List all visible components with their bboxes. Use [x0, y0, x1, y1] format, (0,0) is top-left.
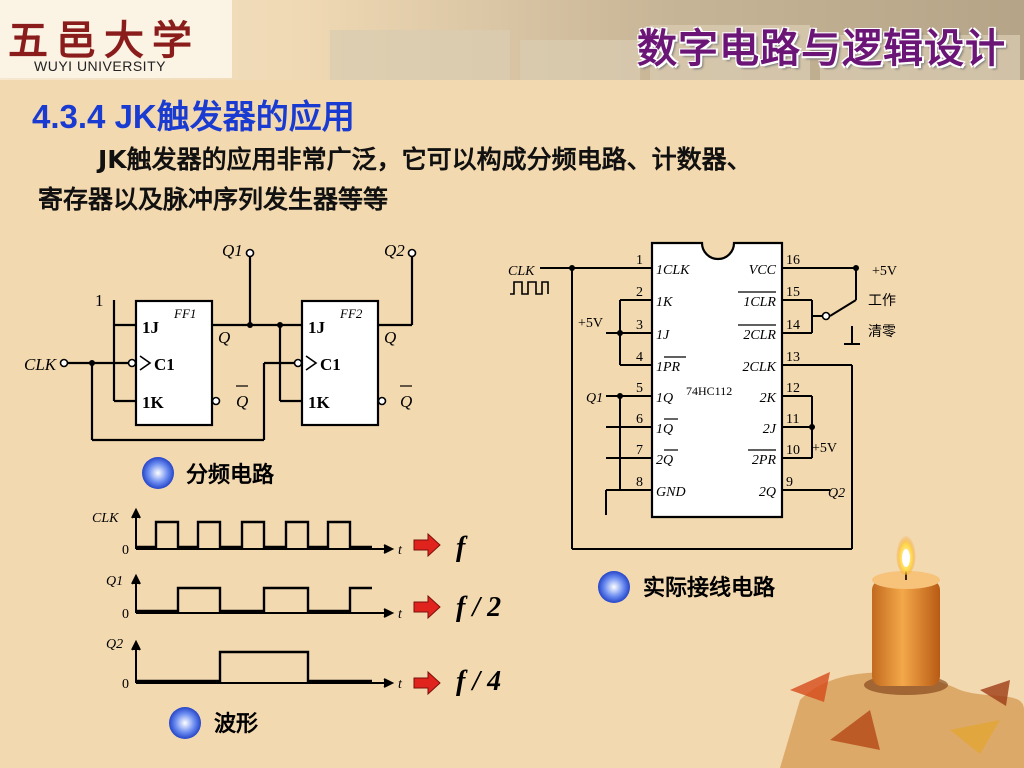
waveform-caption: 波形 — [214, 712, 258, 737]
ff1-qbar: Q — [236, 392, 248, 411]
actual-clk-label: CLK — [508, 264, 535, 279]
wave-q2-label: Q2 — [106, 637, 123, 652]
university-logo: 五邑大学 WUYI UNIVERSITY — [0, 0, 232, 78]
chip-pin-name: 2Q — [759, 485, 776, 500]
chip-pin-number: 5 — [636, 381, 643, 396]
chip-pin-number: 9 — [786, 475, 793, 490]
logo-en: WUYI UNIVERSITY — [34, 58, 166, 74]
intro-line-1: JK触发器的应用非常广泛，它可以构成分频电路、计数器、 — [98, 145, 752, 174]
ff2-c: C1 — [320, 355, 341, 374]
chip-pin-number: 2 — [636, 285, 643, 300]
wave-zero-1: 0 — [122, 543, 129, 558]
waveform-labels: CLK Q1 Q2 0 0 0 t t t — [92, 511, 403, 692]
chip-pin-number: 6 — [636, 412, 643, 427]
divider-clk-label: CLK — [24, 355, 58, 374]
chip-pin-name: 2J — [763, 422, 777, 437]
divider-labels: CLK 1 FF1 1J C1 1K Q Q Q1 FF2 1J C1 1K Q… — [24, 241, 412, 412]
plus5v-top: +5V — [872, 264, 897, 279]
chip-pin-name: 1CLK — [656, 263, 690, 278]
chip-pin-name: 2CLK — [743, 360, 777, 375]
chip-pin-number: 7 — [636, 443, 643, 458]
actual-labels: CLK +5V +5V +5V 工作 清零 Q1 Q2 74HC112 — [508, 264, 897, 501]
chip-pin-number: 8 — [636, 475, 643, 490]
wave-q1-label: Q1 — [106, 574, 123, 589]
wave-zero-3: 0 — [122, 677, 129, 692]
logo-cn: 五邑大学 — [8, 17, 200, 64]
chip-pin-number: 12 — [786, 381, 800, 396]
actual-circuit — [510, 241, 860, 550]
chip-pin-number: 11 — [786, 412, 799, 427]
divider-one-label: 1 — [95, 291, 104, 310]
frequency-labels: f f / 2 f / 4 — [456, 532, 501, 697]
ff2-name: FF2 — [339, 306, 363, 321]
actual-q2: Q2 — [828, 486, 845, 501]
ff2-j: 1J — [308, 318, 326, 337]
chip-pin-name: GND — [656, 485, 686, 500]
section-title: 4.3.4 JK触发器的应用 — [32, 98, 355, 135]
ff1-j: 1J — [142, 318, 160, 337]
chip-name: 74HC112 — [686, 384, 732, 398]
wave-t-2: t — [398, 607, 403, 622]
freq-q2: f / 4 — [456, 666, 501, 697]
chip-pin-name: 1CLR — [743, 295, 776, 310]
chip-pin-name: 1Q — [656, 391, 673, 406]
wave-clk-label: CLK — [92, 511, 119, 526]
waveform-diagram — [131, 507, 395, 688]
chip-pin-number: 4 — [636, 350, 643, 365]
wave-t-3: t — [398, 677, 403, 692]
chip-pin-number: 3 — [636, 318, 643, 333]
wave-t-1: t — [398, 543, 403, 558]
chip-pin-number: 14 — [786, 318, 800, 333]
chip-pin-name: 2CLR — [743, 328, 776, 343]
chip-pin-number: 15 — [786, 285, 800, 300]
ff2-qbar: Q — [400, 392, 412, 411]
ff2-q: Q — [384, 328, 396, 347]
wave-zero-2: 0 — [122, 607, 129, 622]
chip-pin-name: VCC — [749, 263, 777, 278]
intro-paragraph: JK触发器的应用非常广泛，它可以构成分频电路、计数器、 寄存器以及脉冲序列发生器… — [38, 140, 1018, 220]
divider-circuit — [59, 248, 417, 442]
chip-pin-number: 13 — [786, 350, 800, 365]
blue-star-bullet-icon — [142, 457, 630, 739]
switch-work-label: 工作 — [868, 293, 896, 309]
chip-pin-name: 1J — [656, 328, 670, 343]
freq-q1: f / 2 — [456, 592, 501, 623]
red-arrow-icon — [413, 532, 441, 696]
ff1-out: Q1 — [222, 241, 243, 260]
ff2-k: 1K — [308, 393, 331, 412]
chip-pin-name: 1K — [656, 295, 673, 310]
intro-line-2: 寄存器以及脉冲序列发生器等等 — [38, 185, 389, 214]
actual-q1: Q1 — [586, 391, 603, 406]
freq-clk: f — [456, 532, 468, 563]
chip-pin-number: 16 — [786, 253, 800, 268]
chip-pin-name: 1PR — [656, 360, 681, 375]
chip-pin-number: 10 — [786, 443, 800, 458]
ff1-q: Q — [218, 328, 230, 347]
ff2-out: Q2 — [384, 241, 405, 260]
course-title: 数字电路与逻辑设计 — [637, 26, 1006, 72]
actual-caption: 实际接线电路 — [643, 575, 776, 601]
chip-pin-number: 1 — [636, 253, 643, 268]
ff1-c: C1 — [154, 355, 175, 374]
switch-clear-label: 清零 — [868, 324, 896, 340]
plus5v-right: +5V — [812, 441, 837, 456]
ff1-name: FF1 — [173, 306, 196, 321]
chip-pin-name: 2PR — [752, 453, 777, 468]
ff1-k: 1K — [142, 393, 165, 412]
candle-and-leaves-icon — [780, 531, 1024, 768]
plus5v-left: +5V — [578, 316, 603, 331]
header-banner — [0, 0, 1024, 80]
chip-pin-name: 2K — [760, 391, 777, 406]
chip-pin-name: 2Q — [656, 453, 673, 468]
divider-caption: 分频电路 — [186, 462, 275, 488]
chip-pin-name: 1Q — [656, 422, 673, 437]
